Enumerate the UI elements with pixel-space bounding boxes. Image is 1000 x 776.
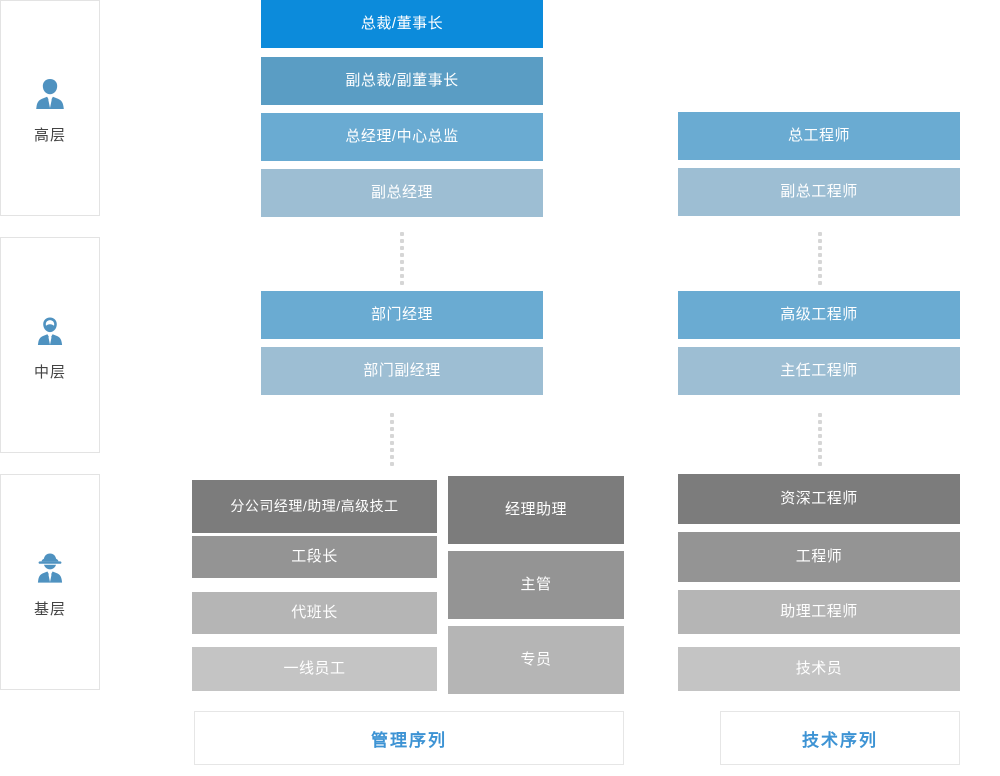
role-box-management-senior-3[interactable]: 总经理/中心总监 (261, 113, 543, 161)
role-label: 部门经理 (370, 306, 433, 323)
role-box-management-base-right-3[interactable]: 专员 (448, 626, 624, 694)
role-box-technical-base-4[interactable]: 技术员 (678, 647, 960, 691)
role-box-technical-base-3[interactable]: 助理工程师 (678, 590, 960, 634)
role-label: 专员 (520, 651, 552, 668)
role-label: 主管 (520, 576, 552, 593)
role-box-management-base-right-2[interactable]: 主管 (448, 551, 624, 619)
role-label: 总经理/中心总监 (345, 128, 459, 145)
role-label: 一线员工 (283, 660, 346, 677)
level-card-senior: 高层 (0, 0, 100, 216)
sequence-card-management[interactable]: 管理序列 (194, 711, 624, 765)
role-label: 经理助理 (504, 501, 567, 518)
level-label: 中层 (33, 363, 66, 381)
role-box-management-middle-2[interactable]: 部门副经理 (261, 347, 543, 395)
role-box-technical-base-2[interactable]: 工程师 (678, 532, 960, 582)
dotted-connector-management-lower (388, 413, 396, 466)
role-label: 主任工程师 (780, 362, 858, 379)
role-label: 分公司经理/助理/高级技工 (230, 498, 399, 515)
role-label: 副总经理 (370, 184, 433, 201)
role-label: 总裁/董事长 (360, 15, 444, 32)
sequence-label: 技术序列 (802, 730, 878, 750)
role-label: 高级工程师 (780, 306, 858, 323)
role-label: 副总工程师 (780, 183, 858, 200)
role-label: 技术员 (795, 660, 843, 677)
role-box-management-base-left-2[interactable]: 工段长 (192, 536, 437, 578)
level-card-middle: 中层 (0, 237, 100, 453)
role-label: 副总裁/副董事长 (345, 72, 459, 89)
level-label: 基层 (33, 600, 66, 618)
role-box-management-base-left-1[interactable]: 分公司经理/助理/高级技工 (192, 480, 437, 533)
role-box-management-base-left-4[interactable]: 一线员工 (192, 647, 437, 691)
role-box-technical-base-1[interactable]: 资深工程师 (678, 474, 960, 524)
dotted-connector-technical-upper (816, 232, 824, 285)
role-box-technical-middle-1[interactable]: 高级工程师 (678, 291, 960, 339)
role-box-management-middle-1[interactable]: 部门经理 (261, 291, 543, 339)
dotted-connector-technical-lower (816, 413, 824, 466)
role-label: 代班长 (291, 604, 338, 621)
role-box-management-senior-1[interactable]: 总裁/董事长 (261, 0, 543, 48)
level-label: 高层 (33, 126, 66, 144)
role-box-management-senior-2[interactable]: 副总裁/副董事长 (261, 57, 543, 105)
worker-helmet-icon (37, 553, 63, 583)
role-label: 部门副经理 (363, 362, 441, 379)
role-box-management-base-right-1[interactable]: 经理助理 (448, 476, 624, 544)
role-label: 总工程师 (787, 127, 850, 144)
sequence-label: 管理序列 (371, 730, 447, 750)
dotted-connector-management-upper (398, 232, 406, 285)
businessman-icon (36, 78, 64, 109)
role-label: 资深工程师 (780, 490, 858, 507)
role-box-technical-senior-1[interactable]: 总工程师 (678, 112, 960, 160)
role-box-technical-middle-2[interactable]: 主任工程师 (678, 347, 960, 395)
role-box-management-base-left-3[interactable]: 代班长 (192, 592, 437, 634)
role-box-technical-senior-2[interactable]: 副总工程师 (678, 168, 960, 216)
person-tie-icon (37, 317, 63, 345)
role-label: 工段长 (291, 548, 338, 565)
role-box-management-senior-4[interactable]: 副总经理 (261, 169, 543, 217)
level-card-base: 基层 (0, 474, 100, 690)
role-label: 助理工程师 (780, 603, 858, 620)
sequence-card-technical[interactable]: 技术序列 (720, 711, 960, 765)
role-label: 工程师 (795, 548, 843, 565)
